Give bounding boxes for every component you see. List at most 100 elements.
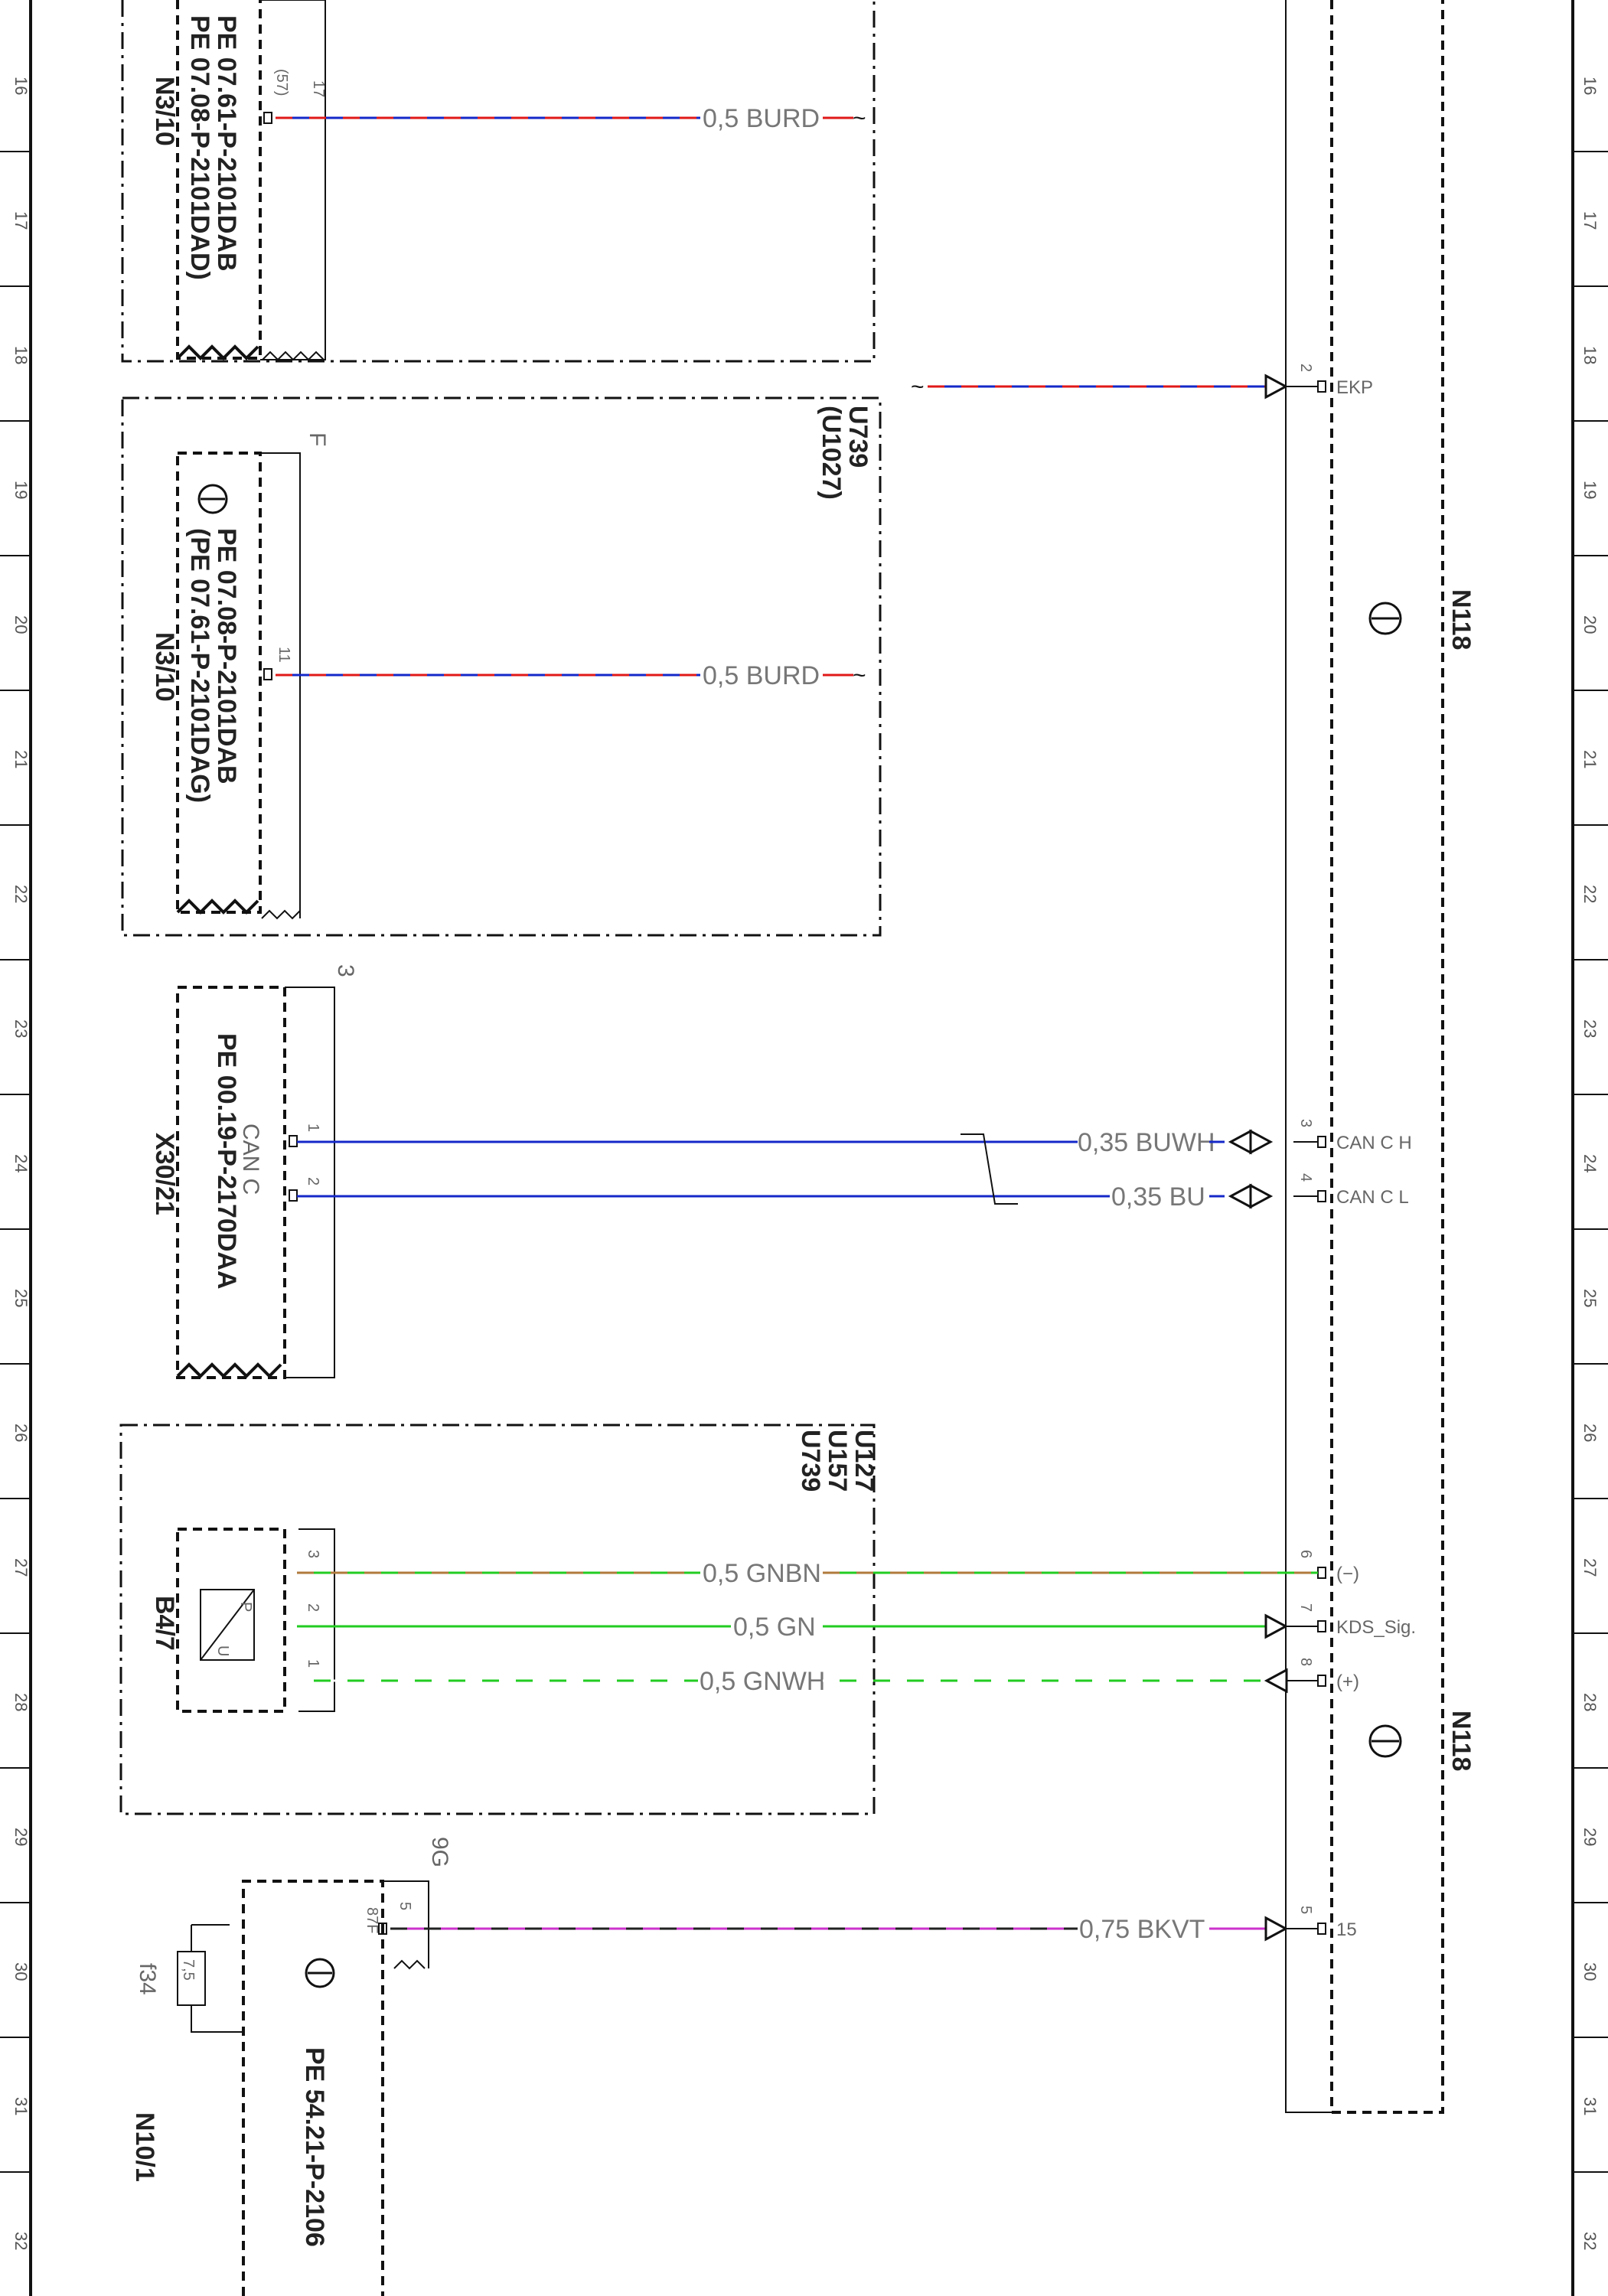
grid-row-number: 28 (11, 1693, 31, 1711)
n3-10-lower-name: N3/10 (150, 632, 179, 702)
grid-row-number: 17 (1580, 211, 1600, 230)
continuation-mark: ~ (853, 106, 866, 131)
grid-row-number: 21 (1580, 750, 1600, 768)
grid-row-number: 25 (11, 1289, 31, 1307)
n3-10-lower-ref-1: PE 07.08-P-2101DAB (212, 528, 241, 784)
b4-7-pin-3: 3 (305, 1550, 321, 1558)
grid-row-number: 19 (1580, 481, 1600, 499)
grid-row-number: 23 (11, 1019, 31, 1038)
wire-label-w5: 0,5 GNBN (703, 1559, 821, 1588)
n3-10-upper-name: N3/10 (150, 77, 179, 146)
n3-10-upper-pin: 17 (310, 80, 327, 97)
x30-21-pin-1: 1 (305, 1124, 321, 1132)
n118-pin-number: 8 (1297, 1658, 1314, 1666)
signal-arrow (1264, 1613, 1289, 1639)
twisted-pair-mark (961, 1133, 1018, 1205)
n118-name-lower: N118 (1447, 1711, 1476, 1771)
n118-pin-signal: (+) (1336, 1671, 1359, 1692)
n118-pin-number: 3 (1297, 1119, 1314, 1127)
grid-row-number: 27 (1580, 1558, 1600, 1577)
n118-pin-signal: KDS_Sig. (1336, 1617, 1416, 1638)
grid-row-number: 19 (11, 481, 31, 499)
n118-pin-signal: (−) (1336, 1564, 1359, 1584)
grid-row-number: 16 (11, 77, 31, 95)
n10-1-connector: 9G (427, 1837, 452, 1867)
control-unit-symbol (305, 1958, 335, 1988)
n3-10-upper-ref-1: PE 07.61-P-2101DAB (212, 15, 241, 272)
n3-10-upper-ref-2: PE 07.08-P-2101DAD) (185, 15, 214, 280)
grid-row-number: 30 (1580, 1962, 1600, 1981)
n3-10-upper-pin-alt: (57) (273, 69, 290, 96)
control-unit-symbol (1368, 602, 1402, 635)
pin-socket (1317, 1675, 1326, 1687)
signal-arrow (1264, 1668, 1288, 1694)
n10-1-pin-sub: 87F (364, 1907, 380, 1933)
component-x30-21: PE 00.19-P-2170DAA X30/21 CAN C 3 1 2 (150, 964, 358, 1379)
n118-pin-signal: CAN C L (1336, 1187, 1409, 1208)
grid-row-number: 18 (11, 346, 31, 364)
wire-label-w6: 0,5 GN (733, 1613, 816, 1642)
grid-row-number: 22 (1580, 885, 1600, 903)
grid-row-number: 20 (1580, 615, 1600, 634)
wire-label-w7: 0,5 GNWH (700, 1667, 825, 1696)
wire-label-w2: 0,5 BURD (703, 661, 820, 690)
grid-row-number: 21 (11, 750, 31, 768)
pin-socket (289, 1135, 298, 1147)
signal-arrow (1249, 1129, 1274, 1155)
pin-socket (378, 1923, 387, 1935)
n118-pin-number: 5 (1297, 1906, 1314, 1914)
u739-group-label: U739 (796, 1430, 825, 1492)
grid-row-number: 20 (11, 615, 31, 634)
n118-pin-number: 7 (1297, 1603, 1314, 1612)
pin-socket (1317, 1136, 1326, 1148)
n3-10-lower-pin: 11 (276, 647, 292, 663)
grid-row-number: 32 (11, 2232, 31, 2250)
fuse-f34 (177, 1951, 206, 2006)
u157-label: U157 (823, 1430, 852, 1492)
u1027-label: (U1027) (817, 406, 846, 500)
x30-21-bus: CAN C (238, 1124, 263, 1195)
b4-7-pin-1: 1 (305, 1659, 321, 1668)
pin-socket (289, 1189, 298, 1202)
b4-7-pin-2: 2 (305, 1603, 321, 1612)
grid-row-number: 16 (1580, 77, 1600, 95)
control-unit-symbol (197, 484, 228, 514)
component-b4-7-group: U127 U157 U739 P U B4/7 3 2 1 (119, 1424, 879, 1815)
continuation-mark: ~ (911, 374, 925, 400)
n10-1-ref: PE 54.21-P-2106 (300, 2047, 329, 2247)
x30-21-ref: PE 00.19-P-2170DAA (212, 1033, 241, 1290)
grid-row-number: 29 (11, 1828, 31, 1846)
frame (29, 0, 1574, 2296)
grid-row-number: 30 (11, 1962, 31, 1981)
grid-row-number: 29 (1580, 1828, 1600, 1846)
grid-row-number: 17 (11, 211, 31, 230)
grid-row-number: 26 (11, 1424, 31, 1442)
b4-7-name: B4/7 (150, 1596, 179, 1651)
signal-arrow (1228, 1129, 1252, 1155)
pin-socket (1317, 1190, 1326, 1202)
pin-socket (1317, 1620, 1326, 1632)
signal-arrow (1228, 1183, 1252, 1209)
component-n3-10-upper: PE 07.61-P-2101DAB PE 07.08-P-2101DAD) N… (121, 0, 876, 363)
continuation-mark: ~ (853, 663, 866, 688)
pin-socket (1317, 1923, 1326, 1935)
grid-row-number: 24 (11, 1154, 31, 1172)
grid-row-number: 22 (11, 885, 31, 903)
wire-label-w1: 0,5 BURD (703, 104, 820, 133)
pin-socket (263, 668, 272, 680)
x30-21-connector: 3 (333, 964, 358, 977)
grid-row-number: 32 (1580, 2232, 1600, 2250)
n118-pin-signal: CAN C H (1336, 1133, 1412, 1153)
pressure-sensor-symbol (200, 1589, 255, 1661)
wire-label-w8: 0,75 BKVT (1079, 1915, 1205, 1944)
n118-pin-number: 6 (1297, 1550, 1314, 1558)
component-n3-10-lower: PE 07.08-P-2101DAB (PE 07.61-P-2101DAG) … (121, 396, 882, 937)
wire-label-w4: 0,35 BU (1111, 1182, 1205, 1212)
n3-10-lower-connector: F (305, 432, 330, 446)
n118-pin-signal: EKP (1336, 377, 1373, 398)
signal-arrow (1264, 1916, 1289, 1942)
